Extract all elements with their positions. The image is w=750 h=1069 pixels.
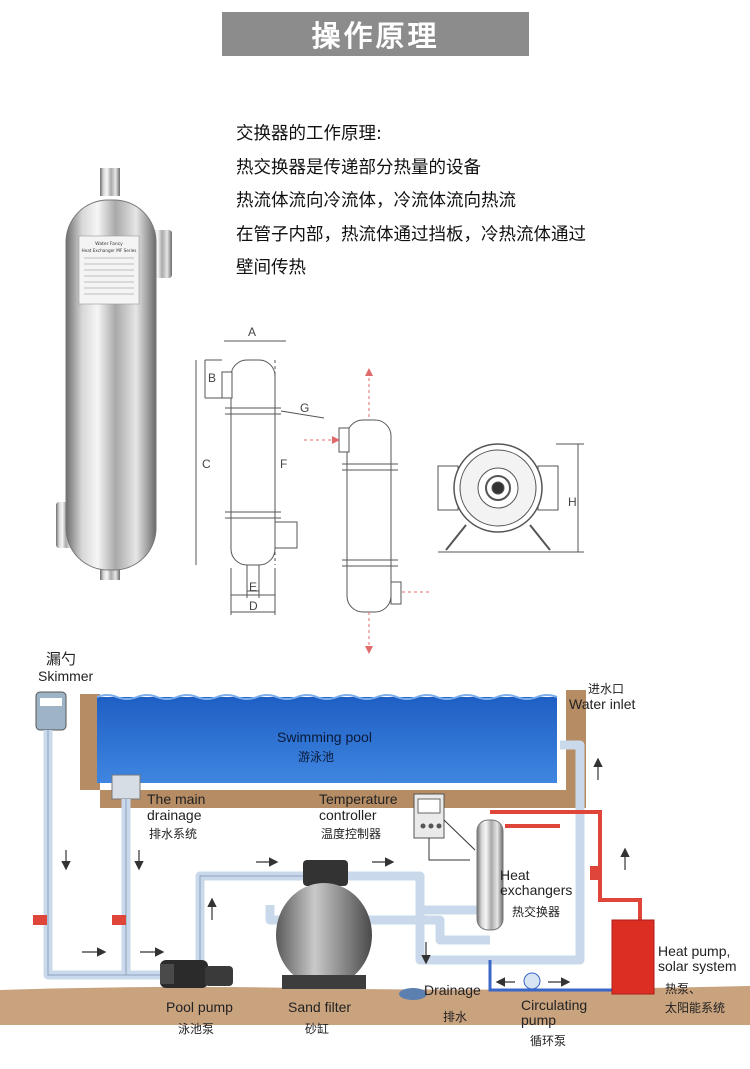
heat-exchanger-unit [476,819,504,931]
main-drainage-label: The main [147,791,206,807]
dim-label: B [208,371,216,385]
inlet-label: Water inlet [569,696,636,712]
description-line: 交换器的工作原理: [236,124,382,144]
circulating-pump-label-zh: 循环泵 [530,1034,567,1048]
heat-pump-label-zh: 太阳能系统 [665,1001,726,1015]
circulating-pump-label: Circulating [521,997,588,1013]
description-line: 壁间传热 [236,258,306,278]
drainage-outlet [399,988,427,1000]
circulating-pump-label: pump [521,1012,557,1028]
pool-label: Swimming pool [277,729,372,745]
heat-pump-label-zh: 热泵、 [665,982,702,996]
nameplate-line: Water Fancy [95,241,123,247]
dim-label: E [249,580,257,594]
nameplate-line: Heat Exchanger MF Series [81,248,136,253]
description-block: 交换器的工作原理: 热交换器是传递部分热量的设备 热流体流向冷流体，冷流体流向热… [236,118,586,286]
main-drain [111,774,141,800]
sand-filter [276,860,372,989]
heat-pump-box [611,919,655,995]
end-view-drawing [437,443,584,553]
system-diagram [0,690,750,1025]
skimmer-label-zh: 漏勺 [46,650,77,668]
dim-label: G [300,401,309,415]
temp-controller-label-zh: 温度控制器 [321,827,382,841]
temp-controller-label: Temperature [319,791,398,807]
drainage-label-zh: 排水 [443,1010,468,1024]
description-line: 在管子内部，热流体通过挡板，冷热流体通过 [236,224,586,245]
dim-label: A [248,325,256,339]
pool-pump-label-zh: 泳池泵 [178,1022,215,1036]
drainage-label: Drainage [424,982,481,998]
skimmer-label: Skimmer [38,668,94,684]
description-line: 热交换器是传递部分热量的设备 [236,157,481,178]
flow-drawing [304,372,430,650]
skimmer [35,691,67,731]
section-header: 操作原理 [222,12,529,56]
pool-pump-label: Pool pump [166,999,233,1015]
temperature-controller [413,793,476,861]
dim-label: D [249,599,258,613]
pool-pump [160,960,233,988]
heat-exchanger-label: Heat [500,867,530,883]
main-drainage-label: drainage [147,807,202,823]
sand-filter-label-zh: 砂缸 [305,1022,330,1036]
heat-exchanger-photo: Water Fancy Heat Exchanger MF Series [56,168,172,580]
pool-label-zh: 游泳池 [298,750,335,764]
heat-pump-label: Heat pump, [658,943,731,959]
section-title: 操作原理 [311,19,440,53]
inlet-label-zh: 进水口 [588,682,625,696]
dim-label: F [280,457,287,471]
circulating-pump [523,972,541,990]
dim-label: H [568,495,577,509]
main-drainage-label-zh: 排水系统 [149,827,198,841]
dimension-drawing-side [195,340,325,615]
pool-water [97,697,557,783]
temp-controller-label: controller [319,807,377,823]
dim-label: C [202,457,211,471]
sand-filter-label: Sand filter [288,999,352,1015]
heat-exchanger-label: exchangers [500,882,573,898]
heat-exchanger-label-zh: 热交换器 [512,905,561,919]
heat-pump-label: solar system [658,958,737,974]
description-line: 热流体流向冷流体，冷流体流向热流 [236,191,516,211]
